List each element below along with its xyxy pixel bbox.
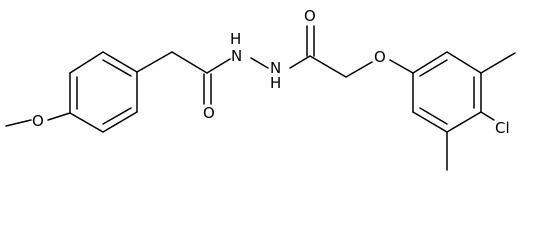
bond-ch2-o <box>345 61 373 78</box>
bond-methyl-o <box>5 119 32 127</box>
ring1-bond-5-inner <box>102 107 132 125</box>
bond-n-n <box>250 57 269 69</box>
atom-o-carbonyl-left: O <box>203 104 215 122</box>
atom-n-right: N <box>270 59 281 77</box>
atom-o-carbonyl-right: O <box>304 7 316 25</box>
ring2-bond-1 <box>412 51 448 74</box>
atom-cl: Cl <box>495 119 510 137</box>
atom-h-right: H <box>270 74 281 92</box>
ring2-bond-4 <box>446 111 482 133</box>
ring1-bond-3-inner <box>102 59 132 77</box>
ring2-bond-1-inner <box>419 59 448 77</box>
atom-o-ether: O <box>374 48 386 66</box>
ring1-bond-6 <box>69 112 104 133</box>
bond-o-ring <box>47 112 71 121</box>
ring2-bond-5 <box>412 111 448 133</box>
bond-o-ring2 <box>389 59 414 74</box>
ring1-bond-5 <box>102 111 138 133</box>
ring1-bond-2 <box>69 51 104 74</box>
bond-c-cl <box>480 111 495 121</box>
ring2-bond-5-inner <box>419 107 448 125</box>
atom-h-left: H <box>230 30 241 48</box>
molecule-canvas: O O H N H N O O Cl <box>5 7 516 171</box>
bond-ch2-co <box>171 51 208 74</box>
ring2-bond-2 <box>446 51 482 74</box>
bond-co-ch2 <box>309 55 347 78</box>
structure-diagram: O O H N H N O O Cl <box>5 7 516 171</box>
bond-nh-co <box>289 55 311 69</box>
bond-methyl-top <box>480 52 516 74</box>
bond-ring-ch2 <box>136 51 173 73</box>
atom-o-methoxy: O <box>32 112 44 130</box>
ring1-bond-3 <box>102 51 138 73</box>
atom-n-left: N <box>231 47 242 65</box>
bond-co-nh <box>206 58 231 74</box>
